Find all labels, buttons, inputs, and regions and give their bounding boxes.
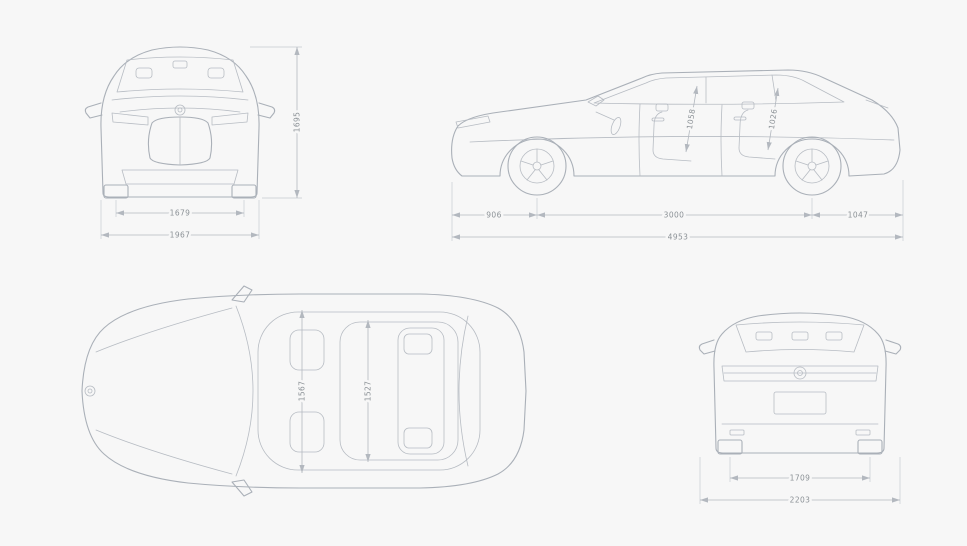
dim-front-overhang: 906 [486,211,502,220]
top-view: 1567 1527 [81,285,527,497]
right-mirror [884,339,902,355]
rear-wheel [782,136,842,196]
bmw-roundel-icon [793,366,807,380]
dim-front-width: 1967 [170,231,191,240]
dim-headroom-front: 1058 [685,108,697,130]
dim-interior-width-front: 1567 [298,381,307,402]
front-view: 1695 1679 1967 [84,46,304,242]
front-left-wheel [103,184,129,199]
front-wheel [507,136,567,196]
left-mirror [231,285,253,303]
rear-right-wheel [857,439,883,455]
dim-rear-track: 1709 [790,474,811,483]
dim-wheelbase: 3000 [664,211,685,220]
dim-headroom-rear: 1026 [767,108,779,130]
right-mirror [257,102,276,119]
dim-front-track: 1679 [170,209,191,218]
dim-overall-length: 4953 [668,233,689,242]
side-view: 1058 1026 906 3000 1047 4953 [451,69,904,244]
dim-interior-width-rear: 1527 [364,381,373,402]
dim-front-height: 1695 [293,112,302,133]
steering-wheel [610,117,622,135]
rear-view: 1709 2203 [698,312,902,507]
side-mirror [587,95,605,107]
dim-rear-width: 2203 [790,496,811,505]
left-mirror [84,102,103,119]
left-mirror [698,339,716,355]
bmw-roundel-icon [174,104,186,116]
bmw-roundel-icon [84,385,96,397]
rearview-mirror-icon [172,60,188,69]
rear-left-wheel [717,439,743,455]
front-right-wheel [231,184,257,199]
right-mirror [231,479,253,497]
dim-rear-overhang: 1047 [848,211,869,220]
license-plate [773,391,827,415]
